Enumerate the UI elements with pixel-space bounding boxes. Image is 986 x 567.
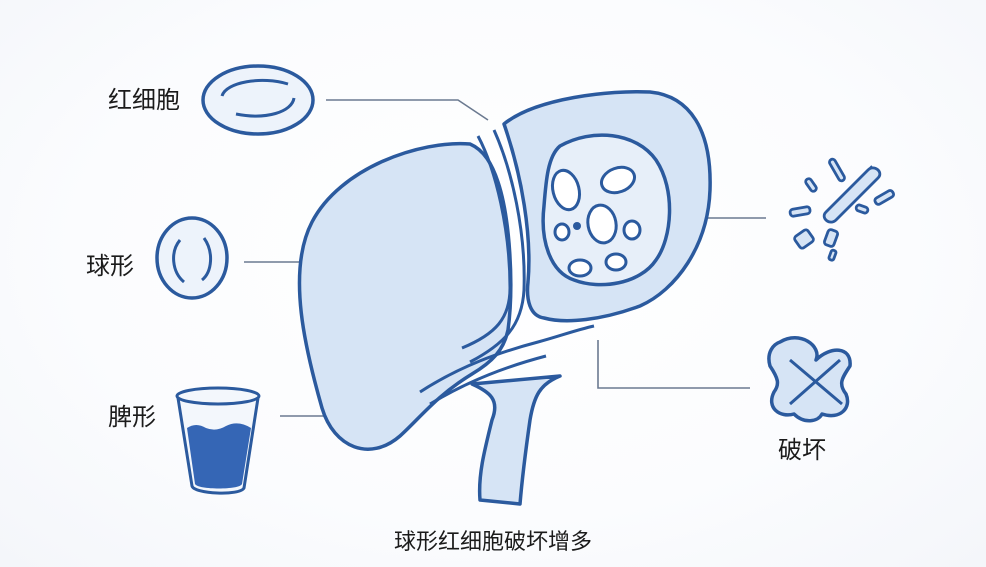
connector-rbc	[326, 99, 489, 121]
organ-channel	[419, 129, 595, 406]
destroyed-cell-icon	[767, 336, 852, 423]
diagram-caption: 球形红细胞破坏增多	[393, 530, 592, 555]
label-destruction: 破坏	[778, 436, 826, 464]
organ-left-lobe	[297, 141, 513, 451]
label-spleen-shape: 脾形	[108, 403, 156, 431]
spherocyte-icon	[155, 216, 229, 300]
cells-in-chamber	[550, 165, 642, 278]
label-red-blood-cell: 红细胞	[108, 86, 180, 114]
label-spherical: 球形	[86, 252, 134, 280]
cell-fragments-icon	[788, 157, 895, 262]
cup-icon	[175, 386, 261, 495]
inner-chamber	[541, 133, 672, 287]
organ-stem	[470, 374, 562, 506]
connector-destruction	[597, 340, 750, 389]
red-blood-cell-icon	[201, 64, 315, 136]
